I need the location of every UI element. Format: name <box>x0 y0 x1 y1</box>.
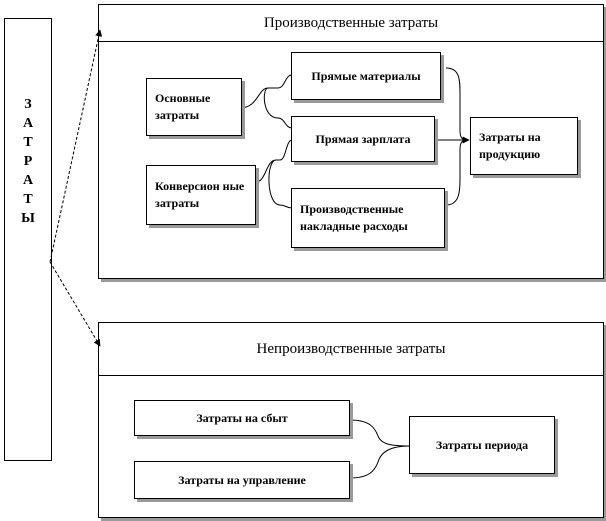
vertical-letter: А <box>22 173 34 188</box>
node-period-costs: Затраты периода <box>409 416 555 474</box>
vertical-letter: З <box>24 97 32 112</box>
node-direct-labor: Прямая зарплата <box>291 116 435 162</box>
vertical-letter: Т <box>23 135 33 150</box>
node-selling-costs: Затраты на сбыт <box>134 400 350 436</box>
vertical-letter: А <box>22 116 34 131</box>
brace-basic-costs <box>239 74 293 129</box>
vertical-letter: Р <box>23 154 33 169</box>
production-costs-title: Производственные затраты <box>99 5 603 42</box>
node-overhead: Производственные накладные расходы <box>291 188 445 248</box>
brace-conversion-costs <box>255 139 293 209</box>
node-direct-materials: Прямые материалы <box>291 52 441 100</box>
node-basic-costs: Основные затраты <box>146 78 242 136</box>
brace-period-costs <box>349 419 411 479</box>
node-conversion-costs: Конверсион ные затраты <box>146 165 256 225</box>
vertical-letter: Ы <box>21 211 35 226</box>
node-admin-costs: Затраты на управление <box>134 461 350 499</box>
vertical-letter: Т <box>23 192 33 207</box>
arrow-to-nonproduction <box>49 261 101 347</box>
brace-product-costs <box>445 67 469 206</box>
nonproduction-costs-title: Непроизводственные затраты <box>99 323 603 376</box>
arrow-to-production <box>49 29 103 263</box>
node-product-costs: Затраты на продукцию <box>470 117 578 175</box>
